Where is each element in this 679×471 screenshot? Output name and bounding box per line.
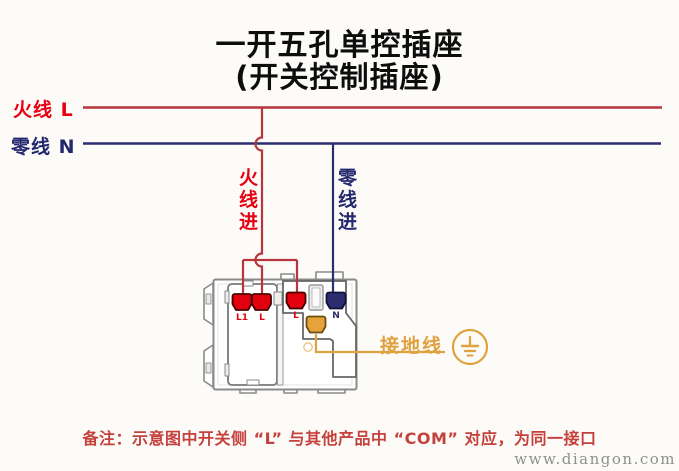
module-clip (224, 363, 230, 377)
terminal-socket-ground (305, 315, 327, 334)
live-in-label: 火线进 (238, 167, 258, 233)
ground-wire (303, 334, 445, 354)
terminal-socket-l (285, 291, 307, 310)
wing-slot (205, 362, 212, 374)
module-clip (246, 379, 260, 386)
ground-wire-label: 接地线 (380, 335, 444, 357)
device-terminals (231, 291, 347, 334)
live-bus-label: 火线 L (13, 99, 74, 121)
ground-screw-icon (303, 342, 313, 352)
terminal-switch-l1 (231, 293, 253, 311)
page-title: 一开五孔单控插座 (215, 28, 464, 63)
terminal-label-n: N (332, 311, 340, 321)
terminal-label-socket-l: L (293, 311, 299, 321)
live-drop-wire (241, 108, 299, 294)
footnote: 备注：示意图中开关侧 “L” 与其他产品中 “COM” 对应，为同一接口 (82, 429, 597, 448)
terminal-label-l1: L1 (236, 313, 248, 323)
socket-middle-slot-inner (311, 287, 321, 308)
neutral-in-label: 零线进 (337, 167, 357, 233)
terminal-switch-l (251, 293, 272, 311)
watermark: www.diangon.com (514, 450, 676, 468)
wing-slot (205, 293, 212, 305)
module-clip (242, 280, 254, 287)
page-subtitle: (开关控制插座) (235, 60, 444, 94)
module-clip (273, 291, 283, 306)
earth-ground-icon (451, 328, 489, 366)
terminal-socket-n (325, 291, 347, 310)
module-clip (224, 290, 230, 304)
module-divider (277, 283, 284, 386)
terminal-label-l: L (259, 313, 265, 323)
neutral-bus-label: 零线 N (11, 136, 76, 158)
